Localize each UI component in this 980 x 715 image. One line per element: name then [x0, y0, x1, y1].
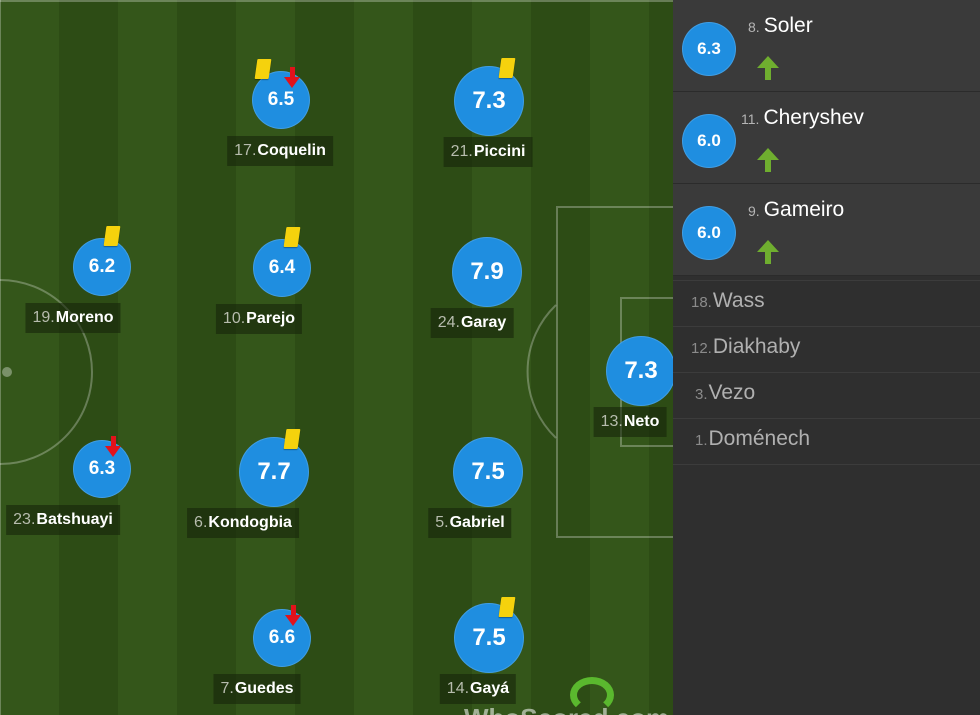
bench-reserve-diakhaby[interactable]: 12.Diakhaby — [673, 326, 980, 372]
rating-bubble: 6.4 — [253, 239, 311, 297]
player-name: Gabriel — [449, 514, 505, 531]
yellow-card-icon — [498, 597, 516, 617]
player-name-label: 19.Moreno — [25, 303, 121, 333]
player-number: 9. — [748, 203, 760, 219]
player-number: 10. — [222, 310, 246, 327]
player-name-label: 23.Batshuayi — [6, 505, 120, 535]
bench-player-name: 1.Doménech — [695, 427, 810, 451]
rating-bubble: 6.6 — [253, 609, 311, 667]
rating-bubble: 6.2 — [73, 238, 131, 296]
pitch-markings — [0, 0, 673, 715]
bench-reserve-wass[interactable]: 18.Wass — [673, 280, 980, 326]
player-name: Doménech — [708, 427, 811, 450]
player-name: Diakhaby — [712, 335, 801, 358]
player-name-label: 13.Neto — [593, 407, 667, 437]
bench-player-name: 11.Cheryshev — [741, 106, 864, 130]
bench-reserve-vezo[interactable]: 3.Vezo — [673, 372, 980, 418]
player-number: 23. — [13, 511, 36, 528]
player-number: 6. — [194, 514, 208, 531]
rating-bubble: 6.0 — [682, 206, 736, 260]
player-number: 21. — [450, 143, 473, 160]
pitch: 6.5 17.Coquelin 7.3 21.Piccini 6.2 19.Mo… — [0, 0, 673, 715]
player-number: 1. — [695, 432, 708, 449]
player-name: Wass — [712, 289, 765, 312]
player-name: Gayá — [470, 680, 510, 697]
bench-player-name: 12.Diakhaby — [691, 335, 800, 359]
player-number: 8. — [748, 19, 760, 35]
player-name: Gameiro — [763, 198, 845, 221]
rating-bubble: 7.5 — [454, 603, 524, 673]
rating-bubble: 7.5 — [453, 437, 523, 507]
sub-out-arrow-icon — [105, 436, 121, 457]
rating-bubble: 6.3 — [73, 440, 131, 498]
player-name: Garay — [460, 314, 507, 331]
rating-bubble: 7.7 — [239, 437, 309, 507]
bench-player-name: 9.Gameiro — [748, 198, 844, 222]
player-name: Kondogbia — [208, 514, 292, 531]
rating-bubble: 6.5 — [252, 71, 310, 129]
bench-player-name: 3.Vezo — [695, 381, 755, 405]
player-name: Soler — [763, 14, 813, 37]
watermark-logo: WhoScored.com — [458, 675, 673, 715]
bench-substitute-soler[interactable]: 6.3 8.Soler — [673, 0, 980, 92]
yellow-card-icon — [103, 226, 121, 246]
player-number: 12. — [691, 340, 712, 357]
sub-out-arrow-icon — [284, 67, 300, 88]
yellow-card-icon — [254, 59, 272, 79]
bench-substitute-cheryshev[interactable]: 6.0 11.Cheryshev — [673, 92, 980, 184]
sub-out-arrow-icon — [285, 605, 301, 626]
bench-substitute-gameiro[interactable]: 6.0 9.Gameiro — [673, 184, 980, 276]
player-name: Moreno — [55, 309, 114, 326]
yellow-card-icon — [498, 58, 516, 78]
player-name-label: 14.Gayá — [439, 674, 517, 704]
player-name-label: 24.Garay — [430, 308, 514, 338]
player-name: Piccini — [473, 143, 526, 160]
player-name: Cheryshev — [763, 106, 864, 129]
rating-bubble: 7.3 — [454, 66, 524, 136]
player-name-label: 21.Piccini — [443, 137, 533, 167]
sub-in-arrow-icon — [757, 240, 779, 264]
player-name-label: 17.Coquelin — [227, 136, 333, 166]
player-name: Coquelin — [257, 142, 326, 159]
player-name: Parejo — [246, 310, 296, 327]
player-number: 19. — [32, 309, 55, 326]
sub-in-arrow-icon — [757, 56, 779, 80]
player-number: 17. — [234, 142, 257, 159]
player-name-label: 10.Parejo — [215, 304, 303, 334]
bench-reserve-domenech[interactable]: 1.Doménech — [673, 418, 980, 464]
bench-player-name: 8.Soler — [748, 14, 813, 38]
rating-bubble: 6.0 — [682, 114, 736, 168]
player-name: Vezo — [708, 381, 756, 404]
bench-player-name: 18.Wass — [691, 289, 765, 313]
player-number: 7. — [220, 680, 234, 697]
player-number: 3. — [695, 386, 708, 403]
player-name: Batshuayi — [36, 511, 113, 528]
player-name: Neto — [623, 413, 660, 430]
rating-bubble: 7.9 — [452, 237, 522, 307]
bench-panel-bottom-divider — [673, 464, 980, 465]
logo-text: WhoScored.com — [464, 703, 669, 715]
bench-panel: 6.3 8.Soler 6.0 11.Cheryshev 6.0 9.Gamei… — [673, 0, 980, 715]
sub-in-arrow-icon — [757, 148, 779, 172]
player-number: 24. — [437, 314, 460, 331]
yellow-card-icon — [283, 429, 301, 449]
player-name-label: 7.Guedes — [213, 674, 301, 704]
logo-icon — [570, 677, 614, 713]
player-number: 13. — [600, 413, 623, 430]
rating-bubble: 6.3 — [682, 22, 736, 76]
player-number: 14. — [446, 680, 470, 697]
player-number: 18. — [691, 294, 712, 311]
rating-bubble: 7.3 — [606, 336, 673, 406]
player-name-label: 6.Kondogbia — [187, 508, 299, 538]
player-number: 11. — [741, 111, 760, 127]
player-name-label: 5.Gabriel — [428, 508, 512, 538]
player-number: 5. — [435, 514, 449, 531]
player-name: Guedes — [234, 680, 294, 697]
yellow-card-icon — [283, 227, 301, 247]
